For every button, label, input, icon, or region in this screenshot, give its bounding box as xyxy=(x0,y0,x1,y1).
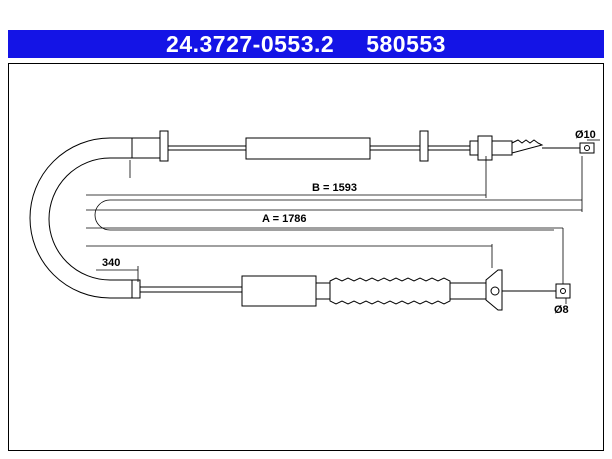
upper-end-eyelet xyxy=(579,142,595,154)
lower-mount-bracket xyxy=(485,269,503,311)
lower-sheath xyxy=(131,279,141,299)
title-banner: 24.3727-0553.2 580553 xyxy=(8,30,604,58)
upper-sleeve xyxy=(245,137,371,160)
upper-sheath xyxy=(131,137,161,159)
part-number: 24.3727-0553.2 xyxy=(166,30,335,57)
drawing-frame xyxy=(8,63,604,451)
dimension-340-label: 340 xyxy=(102,257,120,269)
lower-sleeve xyxy=(241,275,317,307)
cable-bend-outer xyxy=(29,137,132,299)
cable-bend-core xyxy=(94,199,111,231)
cable-bend-inner xyxy=(48,157,132,281)
diameter-10-label: Ø10 xyxy=(575,129,596,141)
reference-number: 580553 xyxy=(366,30,446,57)
dimension-b-label: B = 1593 xyxy=(312,182,357,194)
dimension-a-label: A = 1786 xyxy=(262,213,307,225)
diameter-8-label: Ø8 xyxy=(554,304,569,316)
upper-fitting xyxy=(469,140,479,156)
lower-end-eyelet xyxy=(555,283,571,299)
lower-bellows xyxy=(329,277,451,305)
upper-bellows xyxy=(511,139,544,154)
